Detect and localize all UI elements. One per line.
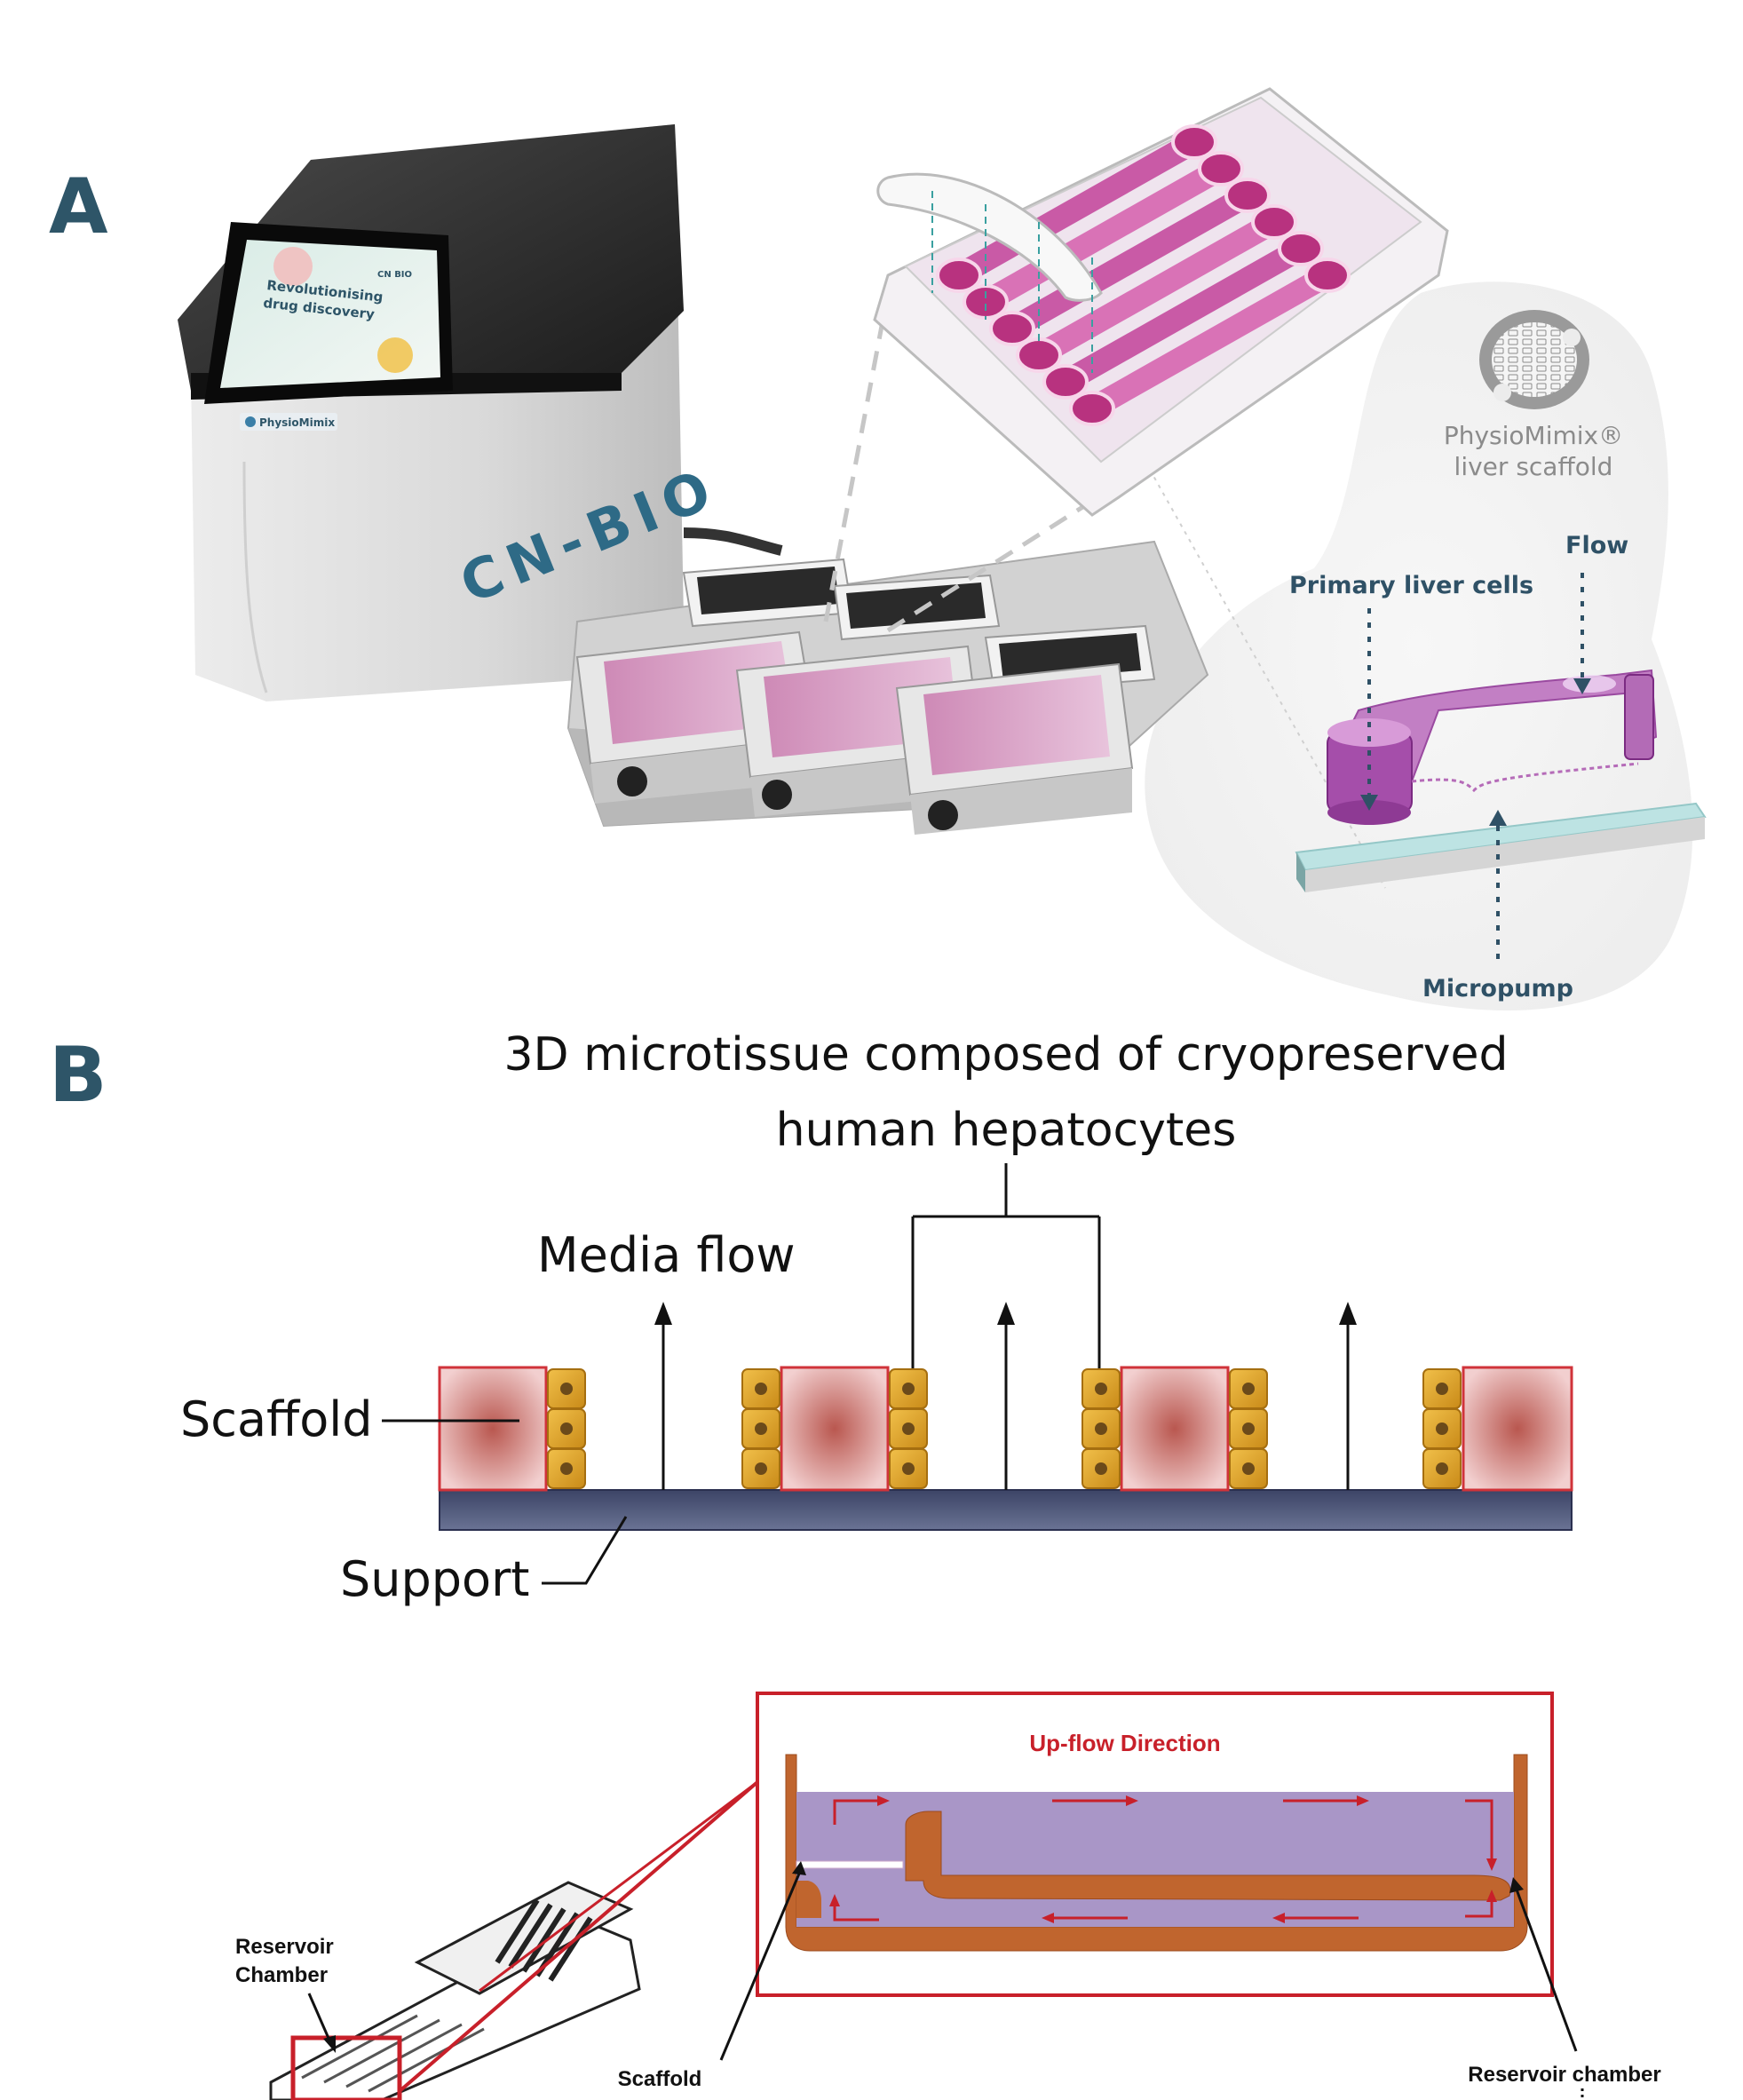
screen-logo: CN BIO bbox=[377, 270, 412, 280]
hepatocyte-stacks bbox=[547, 1368, 1462, 1489]
scaffold-label: Scaffold bbox=[180, 1391, 373, 1447]
flow-label: Flow bbox=[1565, 532, 1628, 559]
holder-knob-2 bbox=[762, 780, 792, 810]
micropump-diagram bbox=[1295, 669, 1707, 892]
scaffold-arrow bbox=[719, 1873, 801, 2061]
panel-b-title-line1: 3D microtissue composed of cryopreserved bbox=[503, 1028, 1508, 1082]
zoom-connector-2 bbox=[479, 1780, 758, 1993]
zoom-line-inset bbox=[1145, 461, 1386, 889]
reservoir-chamber-arrowhead bbox=[1509, 1877, 1524, 1893]
chamber-foot bbox=[796, 1881, 821, 1918]
panel-a: A Revolutionising drug discovery CN BIO … bbox=[49, 87, 1707, 1010]
cassette-device bbox=[269, 1881, 641, 2100]
cells-arrowhead bbox=[1360, 795, 1378, 811]
scaffold-block bbox=[1462, 1366, 1573, 1492]
up-flow-label: Up-flow Direction bbox=[1029, 1730, 1220, 1756]
hepatocyte-stack bbox=[1229, 1368, 1268, 1489]
support-bar bbox=[439, 1489, 1573, 1531]
chamber-flow-arrows bbox=[833, 1799, 1493, 1922]
zoom-connector-1 bbox=[398, 1780, 759, 2093]
zoomed-plate bbox=[873, 87, 1449, 517]
hepatocyte-stack bbox=[1081, 1368, 1121, 1489]
panel-b-letter: B bbox=[49, 1031, 107, 1120]
zoomed-plate-guides bbox=[931, 191, 1093, 373]
liver-scaffold bbox=[1479, 310, 1589, 409]
plate-cover-tab bbox=[876, 172, 1103, 302]
hepatocyte-stack bbox=[547, 1368, 586, 1489]
reservoir-label-line2: Chamber bbox=[235, 1963, 328, 1987]
cells-label: Primary liver cells bbox=[1289, 572, 1533, 599]
flow-arrowhead-3 bbox=[1339, 1302, 1357, 1325]
chamber-wall bbox=[785, 1754, 1528, 1952]
panel-a-letter: A bbox=[49, 162, 108, 251]
scaffold-block bbox=[438, 1366, 548, 1492]
media-flow-label: Media flow bbox=[537, 1227, 796, 1283]
plate-holder-3 bbox=[895, 624, 1156, 835]
micropump-label: Micropump bbox=[1422, 975, 1573, 1002]
cassette-channels bbox=[301, 2014, 485, 2093]
hepatocyte-stack bbox=[889, 1368, 928, 1489]
badge-text: PhysioMimix bbox=[259, 416, 335, 429]
reservoir-arrowhead bbox=[323, 2035, 336, 2053]
scaffold-name-line1: PhysioMimix® bbox=[1444, 421, 1623, 450]
chamber-divider bbox=[905, 1811, 1511, 1901]
chamber-flow-arrowheads bbox=[829, 1795, 1497, 1923]
chamber-fluid bbox=[796, 1792, 1514, 1927]
badge bbox=[240, 413, 337, 431]
zoomed-plate-wells bbox=[936, 124, 1351, 426]
holder-knob-1 bbox=[617, 766, 647, 796]
panel-c: Up-flow Direction bbox=[235, 1692, 1661, 2100]
panel-b-title-line2: human hepatocytes bbox=[776, 1104, 1237, 1157]
support-leader bbox=[542, 1516, 628, 1585]
instrument: Revolutionising drug discovery CN BIO Ph… bbox=[178, 124, 727, 701]
flow-arrowhead bbox=[1573, 678, 1591, 694]
cassette-highlight bbox=[290, 2035, 402, 2100]
hepatocyte-stack bbox=[741, 1368, 780, 1489]
scaffold-block bbox=[1120, 1366, 1230, 1492]
reservoir-leader bbox=[307, 1993, 332, 2043]
reservoir-chamber-arrow bbox=[1515, 1889, 1578, 2052]
reservoir-label-line1: Reservoir bbox=[235, 1935, 334, 1959]
panel-b: B 3D microtissue composed of cryopreserv… bbox=[49, 1028, 1573, 1607]
zoomed-plate-channels bbox=[947, 131, 1339, 420]
flow-arrowhead-2 bbox=[997, 1302, 1015, 1325]
scaffold-arrowhead bbox=[792, 1861, 806, 1875]
reservoir-chamber-label: Reservoir chamber bbox=[1468, 2063, 1660, 2087]
holder-knob-3 bbox=[928, 800, 958, 830]
hepatocyte-bracket bbox=[911, 1163, 1101, 1385]
zoom-line-left bbox=[823, 292, 891, 622]
scaffold-name-line2: liver scaffold bbox=[1454, 452, 1613, 481]
panel-c-scaffold-label: Scaffold bbox=[618, 2067, 702, 2091]
micropump-arrowhead bbox=[1489, 810, 1507, 826]
cable bbox=[683, 527, 783, 556]
scaffold-block bbox=[780, 1366, 890, 1492]
support-label: Support bbox=[340, 1551, 529, 1607]
media-flow-arrows bbox=[662, 1310, 1350, 1490]
flow-arrowhead-1 bbox=[654, 1302, 672, 1325]
hepatocyte-stack bbox=[1422, 1368, 1462, 1489]
scaffold-membrane bbox=[796, 1860, 904, 1869]
